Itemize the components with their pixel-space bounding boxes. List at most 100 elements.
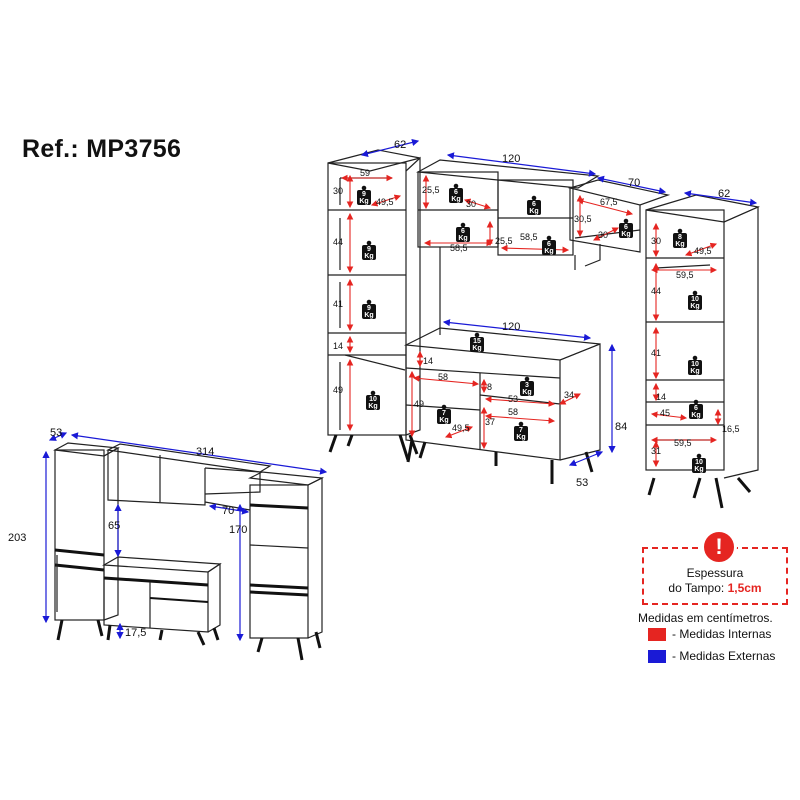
dim-left-width: 62 <box>394 139 406 151</box>
svg-text:15: 15 <box>473 338 481 345</box>
internal-dimensions <box>340 174 722 468</box>
svg-text:Kg: Kg <box>368 403 377 410</box>
tabletop-thickness-note: ! Espessura do Tampo: 1,5cm <box>642 529 788 605</box>
dim-int-r1-d: 49,5 <box>694 246 712 256</box>
weight-icon: 3Kg <box>520 376 534 396</box>
dim-int-l5-h: 49 <box>333 385 343 395</box>
dim-int-u-h2: 25,5 <box>495 236 513 246</box>
dim-int-r-w: 59,5 <box>676 270 694 280</box>
svg-text:Kg: Kg <box>439 417 448 424</box>
legend-external: - Medidas Externas <box>648 649 775 663</box>
dim-right-width: 62 <box>718 188 730 200</box>
dim-bridge-width: 70 <box>628 177 640 189</box>
svg-text:6: 6 <box>547 241 551 248</box>
dim-int-u-w2: 58,5 <box>520 232 538 242</box>
dim-int-c-d2: 34 <box>564 390 574 400</box>
legend-title: Medidas em centímetros. <box>638 611 773 625</box>
svg-text:Kg: Kg <box>516 434 525 441</box>
svg-text:Kg: Kg <box>675 241 684 248</box>
dim-upper-width: 120 <box>502 153 520 165</box>
dim-int-r4-h: 14 <box>656 392 666 402</box>
weight-icon: 6Kg <box>456 222 470 242</box>
external-dimensions <box>360 138 758 467</box>
dim-int-c-d: 49,5 <box>452 423 470 433</box>
weight-icon: 6Kg <box>449 183 463 203</box>
svg-text:6: 6 <box>454 189 458 196</box>
dim-int-r1-h: 30 <box>651 236 661 246</box>
legend-external-label: - Medidas Externas <box>672 649 776 663</box>
svg-text:7: 7 <box>442 410 446 417</box>
dim-counter-depth: 53 <box>576 477 588 489</box>
dim-int-b-w: 67,5 <box>600 197 618 207</box>
svg-text:Kg: Kg <box>544 248 553 255</box>
dim-int-c-h3: 49 <box>414 399 424 409</box>
dim-int-l1-h: 30 <box>333 186 343 196</box>
svg-text:10: 10 <box>369 396 377 403</box>
weight-icon: 7Kg <box>437 404 451 424</box>
svg-text:Kg: Kg <box>472 345 481 352</box>
dim-int-u-w1: 58,5 <box>450 243 468 253</box>
dim-int-l4-h: 14 <box>333 341 343 351</box>
internal-dimension-labels: 30 59 49,5 44 41 14 49 25,5 30 58,5 25,5… <box>333 168 740 456</box>
assembled-dimension-labels: 53 314 203 65 70 170 17,5 <box>8 427 247 639</box>
svg-text:Kg: Kg <box>690 303 699 310</box>
svg-text:Kg: Kg <box>529 208 538 215</box>
weight-icon: 9Kg <box>357 185 371 205</box>
dim-int-c-w: 58 <box>438 372 448 382</box>
svg-text:Kg: Kg <box>451 196 460 203</box>
weight-icon: 8Kg <box>673 228 687 248</box>
weight-icon: 9Kg <box>362 240 376 260</box>
weight-icon: 6Kg <box>527 195 541 215</box>
svg-text:Kg: Kg <box>621 231 630 238</box>
dim-int-c-h2: 8 <box>487 382 492 392</box>
svg-text:9: 9 <box>362 191 366 198</box>
dim-int-b-d: 30 <box>598 230 608 240</box>
legend-swatch-external <box>648 649 666 663</box>
svg-text:9: 9 <box>367 246 371 253</box>
dim-ov-upper-h: 65 <box>108 520 120 532</box>
svg-text:10: 10 <box>691 296 699 303</box>
svg-text:Kg: Kg <box>694 466 703 473</box>
dim-ov-height: 203 <box>8 532 26 544</box>
svg-text:6: 6 <box>624 224 628 231</box>
external-dimension-labels: 62 120 70 62 120 84 53 <box>394 139 730 489</box>
dim-int-r4-w: 45 <box>660 408 670 418</box>
dim-ov-width: 314 <box>196 446 214 458</box>
dim-int-r5-h: 31 <box>651 446 661 456</box>
svg-text:8: 8 <box>678 234 682 241</box>
svg-text:7: 7 <box>519 427 523 434</box>
legend-internal: - Medidas Internas <box>648 627 771 641</box>
weight-icon: 6Kg <box>689 399 703 419</box>
upper-wall-cabinet <box>416 159 600 335</box>
dim-int-r-w2: 59,5 <box>674 438 692 448</box>
lower-counter <box>403 327 601 484</box>
dim-counter-width: 120 <box>502 321 520 333</box>
svg-text:6: 6 <box>461 228 465 235</box>
dim-int-b-h: 30,5 <box>574 214 592 224</box>
dim-counter-height: 84 <box>615 421 627 433</box>
dim-int-u-h: 25,5 <box>422 185 440 195</box>
weight-icon: 6Kg <box>619 218 633 238</box>
svg-text:3: 3 <box>525 382 529 389</box>
warning-icon: ! <box>701 529 737 565</box>
dim-int-c-w2: 53 <box>508 394 518 404</box>
svg-text:10: 10 <box>695 459 703 466</box>
dim-ov-tall-h: 170 <box>229 524 247 536</box>
tampo-value: 1,5cm <box>727 581 762 595</box>
svg-text:Kg: Kg <box>690 368 699 375</box>
dim-int-c-h4: 37 <box>485 417 495 427</box>
dim-int-l1-w: 59 <box>360 168 370 178</box>
svg-text:10: 10 <box>691 361 699 368</box>
reference-title: Ref.: MP3756 <box>22 135 182 163</box>
dim-int-r4-d: 16,5 <box>722 424 740 434</box>
assembled-view <box>53 442 325 661</box>
svg-text:Kg: Kg <box>364 312 373 319</box>
dim-ov-bridge: 70 <box>222 505 234 517</box>
dim-int-c-w3: 58 <box>508 407 518 417</box>
